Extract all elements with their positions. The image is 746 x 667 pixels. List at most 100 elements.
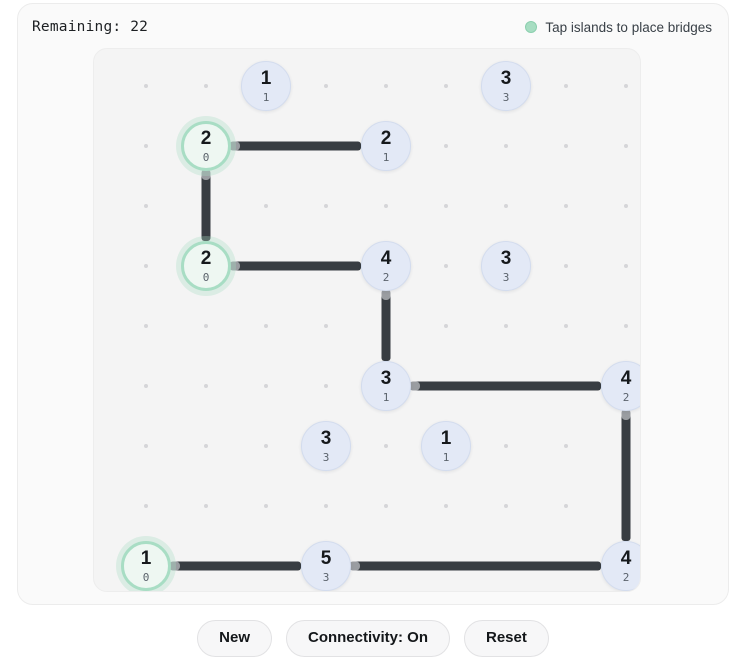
grid-dot [444,204,448,208]
grid-dot [564,264,568,268]
grid-dot [624,144,628,148]
bridge[interactable] [351,561,601,571]
grid-dot [504,144,508,148]
island-current-count: 1 [262,90,270,104]
island-current-count: 2 [382,270,390,284]
grid-dot [324,384,328,388]
grid-dot [264,444,268,448]
island-required-count: 1 [260,67,272,89]
grid-dot [264,504,268,508]
grid-dot [564,204,568,208]
grid-dot [204,384,208,388]
grid-dot [324,204,328,208]
grid-dot [624,204,628,208]
grid-dot [444,504,448,508]
status-hint-label: Tap islands to place bridges [545,19,712,35]
bridge-endpoint-cap [169,561,180,571]
grid-dot [144,84,148,88]
game-card: Remaining: 22 Tap islands to place bridg… [17,3,729,605]
grid-dot [444,324,448,328]
grid-dot [504,444,508,448]
new-game-button[interactable]: New [197,620,272,657]
island-required-count: 3 [320,427,332,449]
island-required-count: 4 [620,547,632,569]
grid-dot [624,264,628,268]
grid-dot [144,384,148,388]
grid-dot [324,504,328,508]
grid-dot [564,84,568,88]
grid-dot [564,324,568,328]
ready-indicator-dot [525,21,538,33]
bridge[interactable] [201,171,211,241]
island-required-count: 3 [500,67,512,89]
island-current-count: 0 [142,570,150,584]
control-bar: New Connectivity: On Reset [0,620,746,657]
grid-dot [204,84,208,88]
grid-dot [324,84,328,88]
bridge[interactable] [231,141,361,151]
bridge[interactable] [621,411,631,541]
grid-dot [144,204,148,208]
grid-dot [144,444,148,448]
grid-dot [444,264,448,268]
grid-dot [204,444,208,448]
game-header: Remaining: 22 Tap islands to place bridg… [18,4,728,50]
bridge[interactable] [171,561,301,571]
grid-dot [264,324,268,328]
bridge[interactable] [411,381,601,391]
bridge-endpoint-cap [381,289,391,300]
grid-dot [204,504,208,508]
island-required-count: 2 [200,247,212,269]
grid-dot [444,144,448,148]
bridge[interactable] [381,291,391,361]
grid-dot [384,444,388,448]
remaining-counter: Remaining: 22 [32,19,149,35]
grid-dot [264,384,268,388]
island-required-count: 2 [200,127,212,149]
island-required-count: 4 [380,247,392,269]
grid-dot [504,204,508,208]
grid-dot [624,324,628,328]
status-hint: Tap islands to place bridges [525,20,712,35]
bridge[interactable] [231,261,361,271]
island-current-count: 1 [382,150,390,164]
grid-dot [144,144,148,148]
grid-dot [144,324,148,328]
island-current-count: 1 [382,390,390,404]
island-current-count: 3 [322,450,330,464]
island-required-count: 5 [320,547,332,569]
island-current-count: 3 [502,270,510,284]
bridge-endpoint-cap [621,409,631,420]
grid-dot [144,504,148,508]
bridge-endpoint-cap [229,141,240,151]
island-current-count: 2 [622,390,630,404]
island-required-count: 3 [380,367,392,389]
grid-dot [384,84,388,88]
island-current-count: 1 [442,450,450,464]
grid-dot [624,84,628,88]
island-current-count: 3 [502,90,510,104]
reset-button[interactable]: Reset [464,620,549,657]
island-required-count: 4 [620,367,632,389]
bridge-endpoint-cap [409,381,420,391]
grid-dot [504,324,508,328]
island-current-count: 0 [202,270,210,284]
grid-dot [564,504,568,508]
island-current-count: 2 [622,570,630,584]
connectivity-toggle-button[interactable]: Connectivity: On [285,620,450,657]
